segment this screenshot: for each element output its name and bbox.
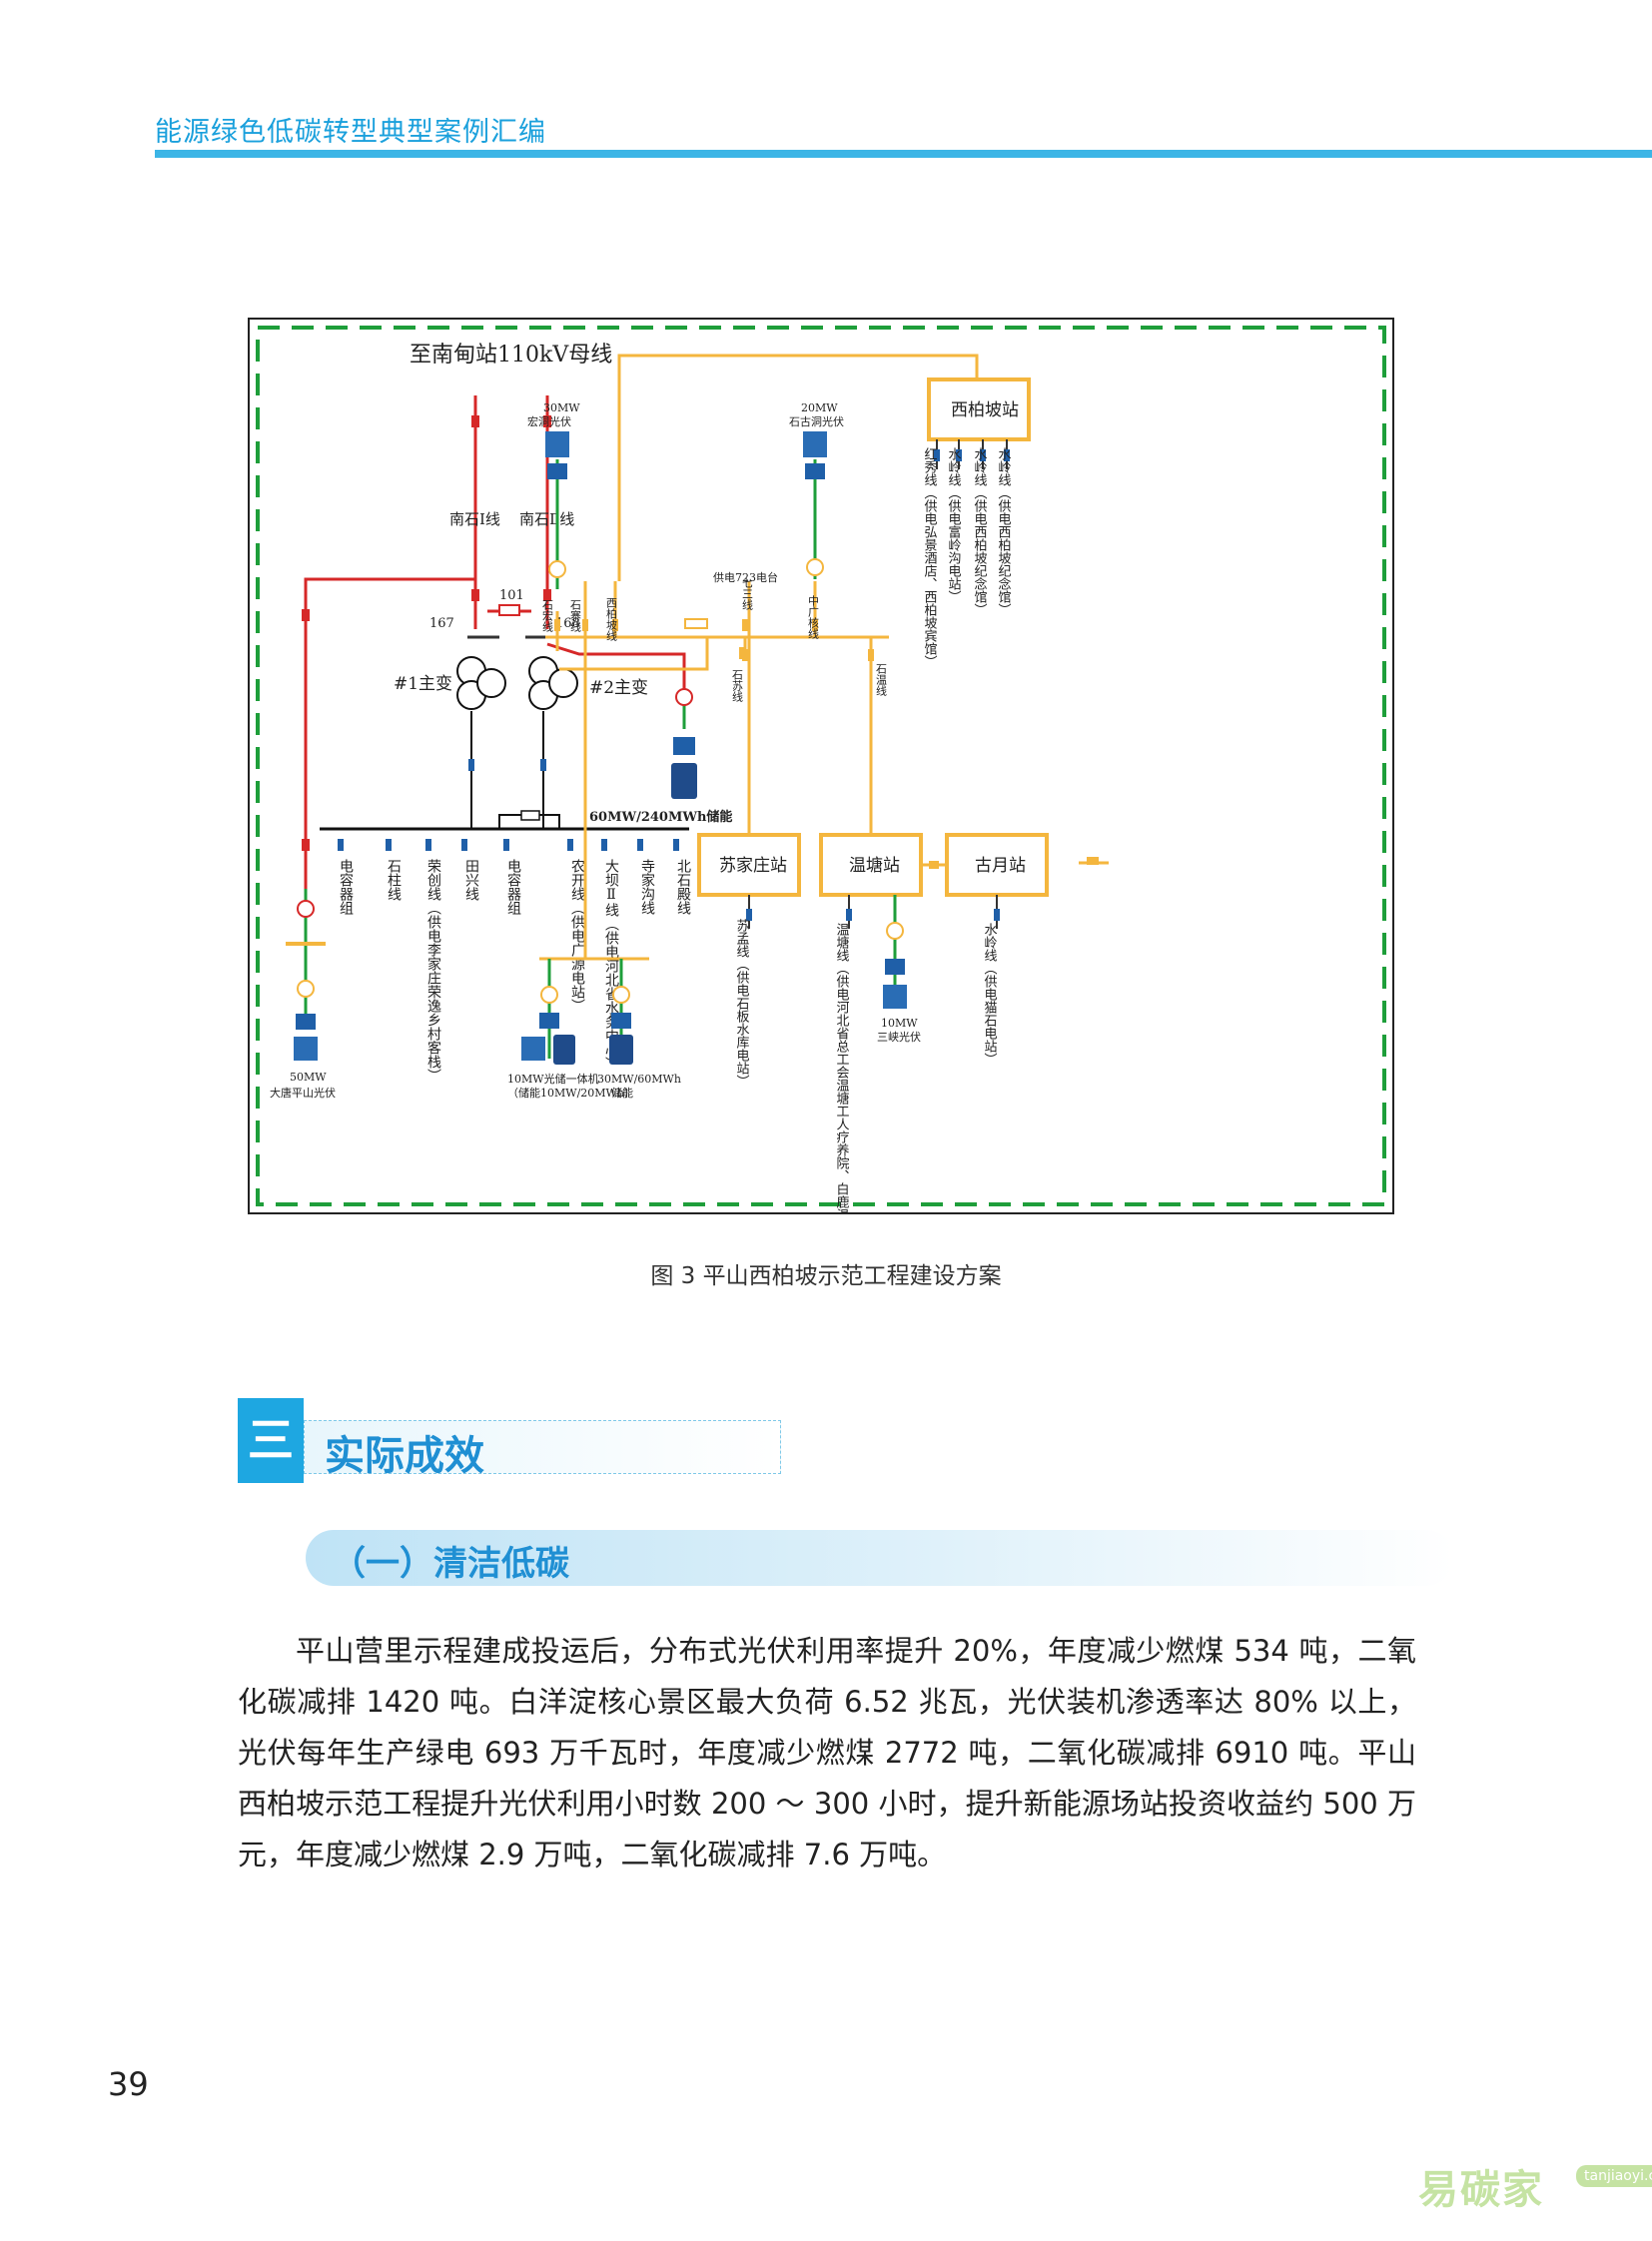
watermark-tag: tanjiaoyi.com (1576, 2165, 1652, 2187)
solar-panel-icon-shigudong (803, 431, 827, 457)
section-title-box: 实际成效 (304, 1420, 781, 1479)
xibaipo-feeder-labels: 红秀线（供电弘景酒店、西柏坡宾馆） 水岭线（供电富岭沟电站） 水岭线（供电西柏坡… (922, 446, 1012, 668)
grid-diagram: 至南甸站110kV母线 南石Ⅰ线 南石Ⅱ线 167 101 168 #1主变 #… (256, 326, 1386, 1212)
svg-text:中广核线: 中广核线 (807, 595, 820, 639)
label-combo-name: 10MW光储一体机 (507, 1072, 599, 1086)
label-storage-30-mw: 30MW/60MWh (597, 1073, 681, 1086)
label-sujiazhuang-feeder: 苏孟线（供电石板水库电站） (734, 918, 750, 1088)
battery-icon-combo (553, 1035, 575, 1065)
label-breaker-101: 101 (499, 588, 524, 603)
svg-text:石苏线: 石苏线 (731, 669, 744, 702)
lv-feeder-breakers (338, 839, 679, 851)
solar-panel-icon-sanxia (883, 985, 907, 1009)
svg-text:石寨线: 石寨线 (569, 599, 582, 632)
svg-text:七三线: 七三线 (741, 577, 754, 610)
solar-panel-icon-combo (521, 1037, 545, 1061)
orange-10kv-lines (539, 354, 1109, 961)
lv-feeder-labels: 电容器组 石柱线 荣创线（供电李家庄荣逸乡村客栈） 田兴线 电容器组 农开线（供… (338, 859, 691, 1083)
transformer-2 (528, 656, 578, 710)
svg-text:石宏线: 石宏线 (541, 599, 554, 632)
label-storage-main: 60MW/240MWh储能 (589, 809, 732, 825)
section-title: 实际成效 (325, 1433, 484, 1479)
label-breaker-167: 167 (429, 616, 454, 631)
bus-tie-breaker-101 (498, 604, 520, 616)
solar-panel-icon-hongdong (545, 431, 569, 457)
label-datang-mw: 50MW (290, 1071, 327, 1084)
running-header-title: 能源绿色低碳转型典型案例汇编 (155, 117, 546, 148)
orange-breakers (554, 619, 1099, 865)
svg-text:西柏坡线: 西柏坡线 (605, 597, 618, 641)
station-wentang: 温塘站 (849, 856, 900, 876)
svg-text:石柱线: 石柱线 (386, 859, 402, 901)
label-line-nanshi-1: 南石Ⅰ线 (449, 510, 500, 528)
svg-text:石温线: 石温线 (875, 663, 888, 696)
red-breakers (302, 415, 551, 851)
page-number: 39 (108, 2065, 149, 2103)
label-transformer-1: #1主变 (394, 674, 452, 694)
svg-text:红秀线（供电弘景酒店、西柏坡宾馆）: 红秀线（供电弘景酒店、西柏坡宾馆） (922, 446, 938, 668)
subsection-banner: （一）清洁低碳 (306, 1530, 1454, 1586)
label-sanxia-name: 三峡光伏 (877, 1030, 921, 1044)
label-supply-723: 供电723电台 (713, 570, 778, 584)
watermark-logo: 易碳家 (1418, 2167, 1544, 2213)
svg-text:田兴线: 田兴线 (463, 859, 479, 901)
label-datang-name: 大唐平山光伏 (270, 1086, 336, 1100)
subsection-title: （一）清洁低碳 (332, 1544, 569, 1584)
header-rule (155, 150, 1652, 158)
dashed-boundary (256, 326, 1386, 1206)
svg-text:农开线（供电广源电站）: 农开线（供电广源电站） (569, 859, 585, 1013)
transformer-1 (456, 656, 506, 710)
label-line-nanshi-2: 南石Ⅱ线 (519, 510, 574, 528)
battery-icon-30mw (609, 1035, 633, 1065)
label-sanxia-mw: 10MW (881, 1017, 918, 1030)
body-paragraph: 平山营里示程建成投运后，分布式光伏利用率提升 20%，年度减少燃煤 534 吨，… (238, 1634, 1416, 1871)
svg-text:水岭线（供电西柏坡纪念馆）: 水岭线（供电西柏坡纪念馆） (996, 447, 1012, 616)
svg-text:水岭线（供电富岭沟电站）: 水岭线（供电富岭沟电站） (946, 447, 962, 603)
svg-text:荣创线（供电李家庄荣逸乡村客栈）: 荣创线（供电李家庄荣逸乡村客栈） (425, 859, 441, 1083)
label-transformer-2: #2主变 (589, 678, 648, 698)
label-storage-30-name: 储能 (611, 1086, 633, 1100)
svg-text:水岭线（供电西柏坡纪念馆）: 水岭线（供电西柏坡纪念馆） (972, 447, 988, 616)
station-guyue: 古月站 (975, 856, 1026, 876)
solar-panel-icon-datang (294, 1037, 318, 1061)
label-shigudong-mw: 20MW (801, 401, 838, 414)
label-breaker-168: 168 (555, 616, 580, 631)
station-sujiazhuang: 苏家庄站 (719, 856, 787, 876)
station-boxes (697, 377, 1049, 897)
section-number-badge: 三 (238, 1398, 304, 1483)
svg-text:寺家沟线: 寺家沟线 (639, 859, 655, 915)
svg-text:北石殿线: 北石殿线 (675, 859, 691, 915)
label-combo-storage: （储能10MW/20MWh） (507, 1086, 635, 1100)
label-guyue-feeder: 水岭线（供电猫石电站） (982, 923, 998, 1066)
station-xibaipo: 西柏坡站 (951, 400, 1019, 420)
figure-caption: 图 3 平山西柏坡示范工程建设方案 (650, 1263, 1002, 1289)
svg-text:电容器组: 电容器组 (505, 859, 521, 915)
label-wentang-feeder: 温塘线（供电河北省总工会温塘工人疗养院、白鹿温泉旅游） (834, 923, 850, 1212)
svg-text:电容器组: 电容器组 (338, 859, 354, 915)
battery-icon-main (671, 763, 697, 799)
label-top-bus: 至南甸站110kV母线 (410, 343, 612, 368)
label-hongdong-mw: 30MW (543, 401, 580, 414)
figure-frame: 至南甸站110kV母线 南石Ⅰ线 南石Ⅱ线 167 101 168 #1主变 #… (248, 318, 1394, 1214)
label-hongdong-name: 宏洞光伏 (527, 414, 571, 428)
upper-feeder-labels: 石宏线 石寨线 西柏坡线 七三线 中广核线 石苏线 石温线 (541, 577, 888, 702)
label-shigudong-name: 石古洞光伏 (789, 414, 844, 428)
